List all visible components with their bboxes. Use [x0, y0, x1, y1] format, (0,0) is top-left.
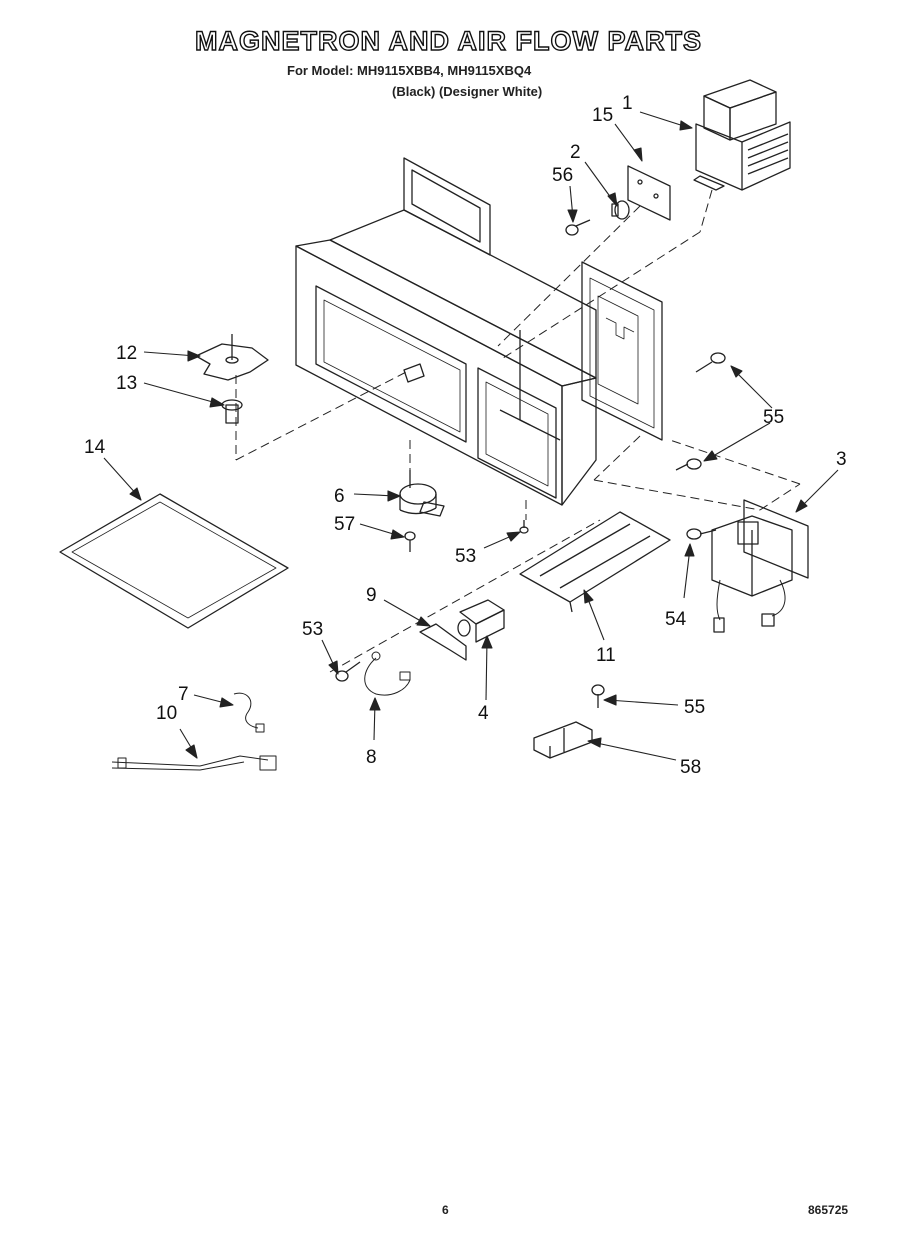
- base-plate-11: [519, 511, 671, 613]
- callout-1: 1: [622, 93, 633, 114]
- callout-6: 6: [334, 486, 345, 507]
- callout-9: 9: [366, 585, 377, 606]
- wire-7: [233, 692, 265, 733]
- page-title: MAGNETRON AND AIR FLOW PARTS: [194, 25, 702, 56]
- callout-2: 2: [570, 142, 581, 163]
- callout-57: 57: [334, 514, 356, 535]
- assembly-dash-lines: [235, 189, 801, 673]
- wire-10: [111, 755, 277, 771]
- document-number: 865725: [808, 1203, 849, 1217]
- callout-55-lower: 55: [684, 697, 706, 718]
- wire-harness-8: [364, 651, 411, 696]
- screw-56: [565, 219, 591, 236]
- stirrer-blade-12: [195, 334, 269, 381]
- callout-11: 11: [596, 645, 616, 666]
- callout-55-upper: 55: [763, 407, 785, 428]
- callout-7: 7: [178, 684, 189, 705]
- callout-54: 54: [665, 609, 687, 630]
- callout-15: 15: [592, 105, 614, 126]
- page-number: 6: [442, 1203, 449, 1217]
- transformer-3: [711, 499, 809, 633]
- callout-12: 12: [116, 343, 138, 364]
- bracket-15: [627, 165, 671, 221]
- callout-13: 13: [116, 373, 138, 394]
- glass-tray-14: [59, 493, 289, 629]
- bracket-9: [419, 623, 467, 661]
- leader-arrows: [103, 111, 839, 761]
- thermal-cutout-2: [611, 200, 630, 220]
- fan-motor-6: [399, 470, 445, 517]
- callout-4: 4: [478, 703, 489, 724]
- capacitor-4: [457, 599, 505, 643]
- color-subtitle: (Black) (Designer White): [392, 84, 543, 99]
- callout-3: 3: [836, 449, 847, 470]
- callout-10: 10: [156, 703, 178, 724]
- bushing-13: [221, 399, 243, 424]
- callout-53-lower: 53: [302, 619, 324, 640]
- bracket-58: [533, 721, 593, 759]
- callout-14: 14: [84, 437, 106, 458]
- callout-53-upper: 53: [455, 546, 477, 567]
- model-subtitle: For Model: MH9115XBB4, MH9115XBQ4: [287, 63, 532, 78]
- callout-8: 8: [366, 747, 377, 768]
- cavity-frame: [295, 157, 597, 506]
- callout-58: 58: [680, 757, 702, 778]
- side-panel: [581, 261, 663, 441]
- magnetron: [693, 79, 791, 191]
- screws: [335, 352, 726, 708]
- callout-56: 56: [552, 165, 574, 186]
